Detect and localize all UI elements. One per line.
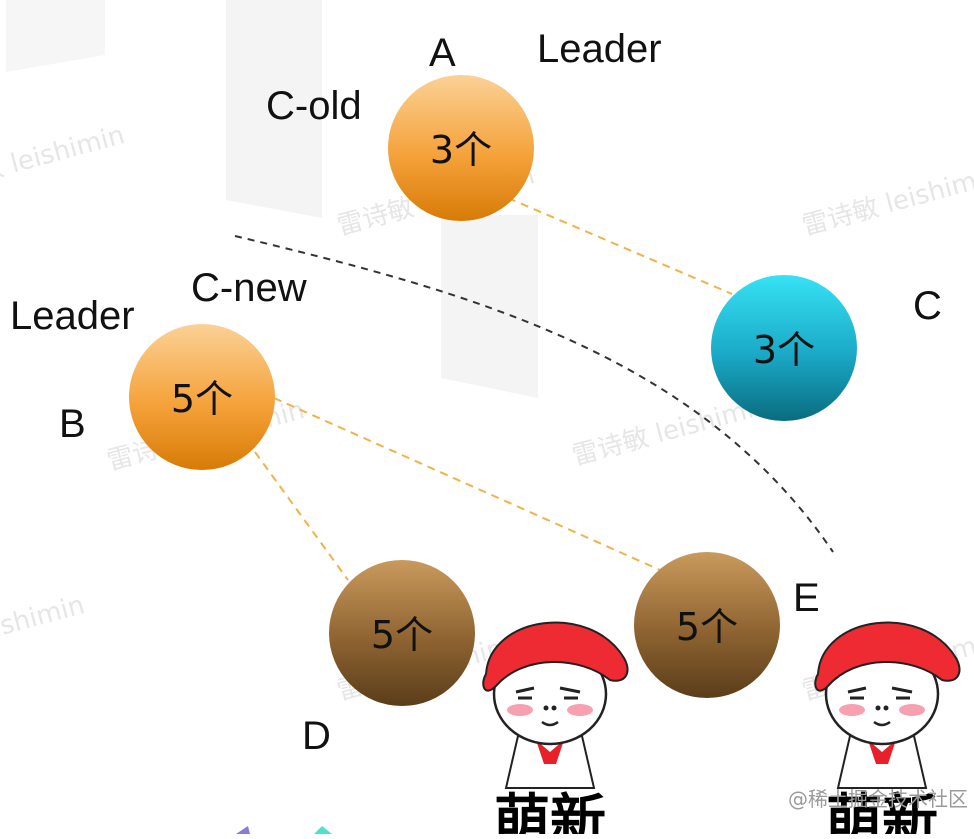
node-d: 5个 [329,560,475,706]
node-c-count: 3个 [753,328,815,372]
node-b-group-label: C-new [191,268,307,308]
node-a-group-label: C-old [266,86,362,126]
watermark-text: 雷诗敏 leishimin [0,120,128,202]
node-d-count: 5个 [371,613,433,657]
newbie-meme-caption: 萌新 [494,789,606,834]
node-c: 3个 [711,275,857,421]
link-a-c [508,198,732,294]
node-c-name: C [913,286,942,326]
partial-shape-right [314,826,332,834]
node-a: 3个 [388,75,534,221]
link-b-d [255,452,348,580]
watermark-text: 雷诗敏 leishimin [799,160,974,242]
node-b-count: 5个 [171,377,233,421]
partial-shape-left [236,826,250,834]
node-e-name: E [793,578,820,618]
node-a-count: 3个 [430,128,492,172]
link-b-e [274,398,660,570]
newbie-meme-image: 萌新 [483,623,627,834]
watermark-text: 雷诗敏 leishimin [0,590,88,672]
node-e-count: 5个 [676,605,738,649]
node-a-name: A [429,33,456,73]
node-d-name: D [302,716,331,756]
source-watermark: @稀土掘金技术社区 [788,787,968,811]
node-b-role: Leader [10,296,135,336]
node-b: 5个 [129,324,275,470]
node-a-role: Leader [537,29,662,69]
node-e: 5个 [634,552,780,698]
node-b-name: B [59,404,86,444]
